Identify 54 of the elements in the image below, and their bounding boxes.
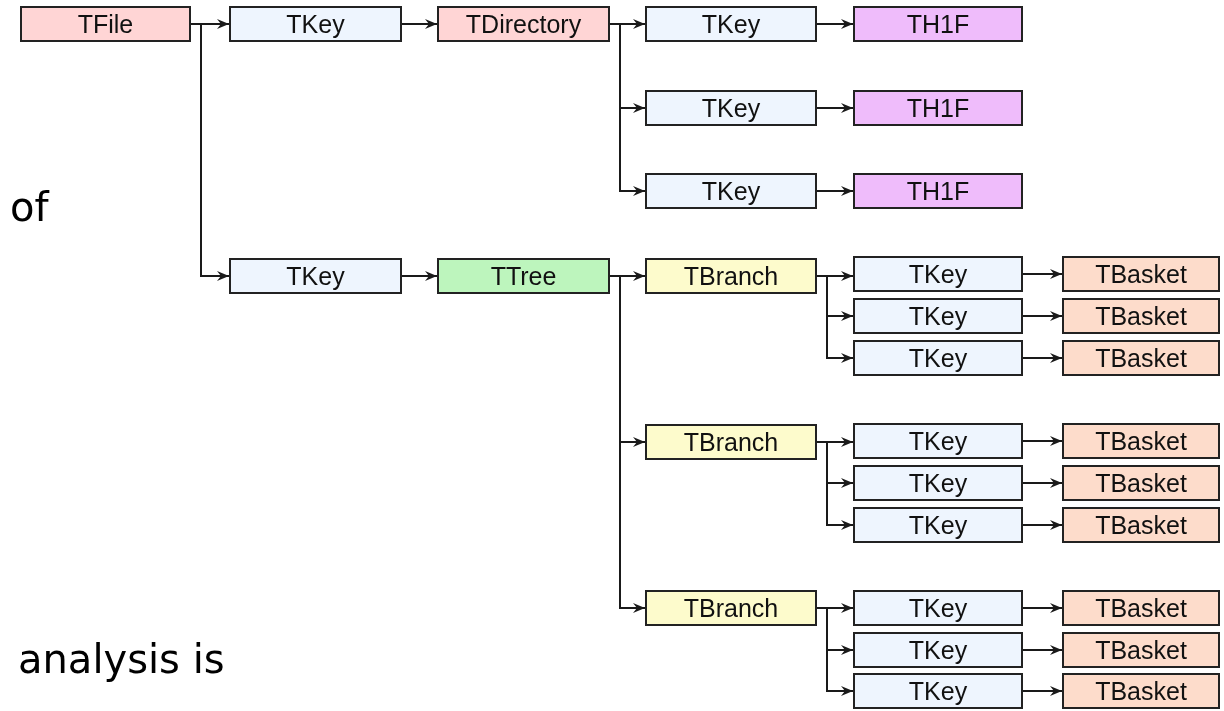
basket-box: TBasket — [1062, 256, 1220, 292]
key-box: TKey — [645, 90, 817, 126]
key-box: TKey — [853, 632, 1023, 668]
histogram-box: TH1F — [853, 90, 1023, 126]
basket-box: TBasket — [1062, 632, 1220, 668]
key-box: TKey — [645, 6, 817, 42]
key-box: TKey — [853, 673, 1023, 709]
arrow — [190, 23, 230, 281]
key-box: TKey — [853, 507, 1023, 543]
basket-box: TBasket — [1062, 298, 1220, 334]
arrow — [816, 441, 854, 530]
arrow — [1022, 603, 1063, 613]
class-box: TDirectory — [437, 6, 610, 42]
arrow — [1022, 436, 1063, 446]
slide-text: of — [10, 183, 49, 232]
branch-box: TBranch — [645, 590, 817, 626]
arrow — [1022, 269, 1063, 279]
arrow — [1022, 686, 1063, 696]
basket-box: TBasket — [1062, 673, 1220, 709]
arrow — [1022, 645, 1063, 655]
key-box: TKey — [853, 256, 1023, 292]
arrow — [816, 103, 854, 113]
key-box: TKey — [853, 298, 1023, 334]
basket-box: TBasket — [1062, 507, 1220, 543]
key-box: TKey — [645, 173, 817, 209]
arrow — [1022, 311, 1063, 321]
arrow — [1022, 353, 1063, 363]
arrow — [1022, 520, 1063, 530]
key-box: TKey — [853, 590, 1023, 626]
arrow — [609, 275, 646, 613]
tree-box: TTree — [437, 258, 610, 294]
key-box: TKey — [229, 258, 402, 294]
key-box: TKey — [853, 340, 1023, 376]
arrow — [816, 186, 854, 196]
basket-box: TBasket — [1062, 423, 1220, 459]
key-box: TKey — [853, 465, 1023, 501]
basket-box: TBasket — [1062, 340, 1220, 376]
branch-box: TBranch — [645, 424, 817, 460]
key-box: TKey — [229, 6, 402, 42]
arrow — [609, 23, 646, 196]
arrow — [401, 19, 438, 29]
arrow — [816, 275, 854, 363]
branch-box: TBranch — [645, 258, 817, 294]
arrow — [816, 19, 854, 29]
key-box: TKey — [853, 423, 1023, 459]
histogram-box: TH1F — [853, 6, 1023, 42]
arrow — [816, 607, 854, 696]
arrow — [401, 271, 438, 281]
arrow — [1022, 478, 1063, 488]
class-box: TFile — [20, 6, 191, 42]
basket-box: TBasket — [1062, 465, 1220, 501]
slide-text: analysis is — [18, 635, 225, 684]
basket-box: TBasket — [1062, 590, 1220, 626]
histogram-box: TH1F — [853, 173, 1023, 209]
